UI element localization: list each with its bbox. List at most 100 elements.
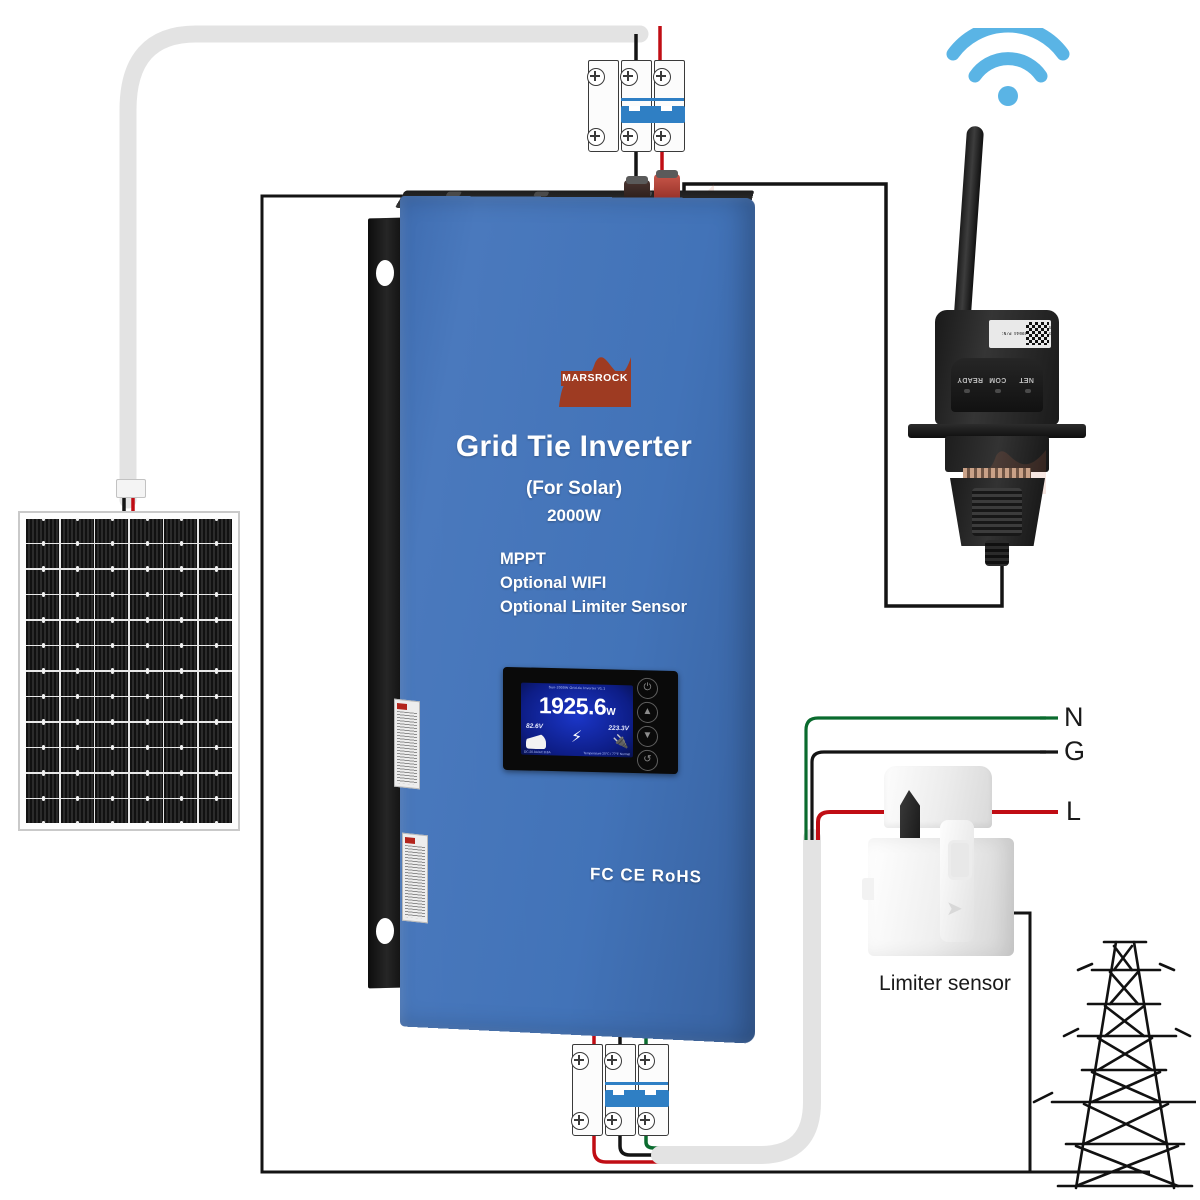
qr-code-icon [1026, 322, 1049, 345]
solar-cell [164, 619, 198, 646]
wire-live-into-ct [816, 810, 903, 840]
solar-cell [95, 645, 129, 672]
grid-tie-inverter [399, 195, 756, 1044]
solar-cell [198, 518, 232, 544]
solar-cell [129, 543, 163, 570]
solar-cell [60, 568, 94, 595]
solar-cell [198, 645, 232, 672]
solar-cell [60, 518, 94, 544]
lcd-button-group: ⏻ ▲ ▼ ↺ [637, 677, 663, 772]
solar-cell [26, 747, 60, 774]
terminal-screw [620, 68, 638, 86]
solar-cell [26, 721, 60, 748]
solar-cell [164, 594, 198, 621]
warning-label-lower [402, 832, 428, 924]
solar-cell [129, 721, 163, 748]
wire-ac-neutral-out [644, 1136, 665, 1150]
case-screw [533, 191, 550, 197]
wifi-signal-icon [946, 28, 1070, 106]
limiter-sensor-label: Limiter sensor [879, 972, 1011, 995]
breaker-indicator-line [621, 98, 684, 101]
power-button[interactable]: ⏻ [637, 677, 658, 700]
solar-cell [164, 696, 198, 723]
lcd-power-value: 1925.6 [538, 692, 607, 720]
solar-cell [198, 747, 232, 774]
ct-clip-lever[interactable] [940, 820, 974, 942]
terminal-screw [653, 128, 671, 146]
solar-cell [164, 747, 198, 774]
ct-direction-arrow-icon: ➤ [946, 898, 963, 920]
solar-cell [95, 747, 129, 774]
solar-cell [164, 721, 198, 748]
phase-label-live: L [1066, 796, 1082, 826]
ct-release-tab[interactable] [862, 878, 874, 900]
solar-cell [129, 645, 163, 672]
led-ready [964, 389, 970, 393]
solar-cell [198, 798, 232, 824]
inverter-power-rating: 2000W [547, 506, 601, 525]
phase-label-neutral: N [1064, 702, 1084, 732]
lcd-footer-left: DC:20.0A/AC:8.8A [524, 749, 551, 755]
terminal-screw [637, 1052, 655, 1070]
wire-neutral-to-grid [804, 716, 1046, 840]
label-text-lines [397, 710, 417, 786]
label-warning-band [397, 702, 407, 710]
solar-cell [198, 721, 232, 748]
brand-name: MARSROCK [561, 371, 629, 386]
terminal-screw [620, 128, 638, 146]
down-button[interactable]: ▼ [637, 725, 658, 748]
solar-cell [60, 594, 94, 621]
lcd-footer-right: Temperature 25°C / 77°F Normal [583, 751, 630, 757]
grid-plug-icon: 🔌 [612, 733, 629, 750]
solar-cell [198, 594, 232, 621]
ac-circuit-breaker[interactable] [571, 1044, 670, 1136]
certification-marks: FC CE RoHS [590, 864, 702, 887]
cable-strain-relief [985, 540, 1009, 566]
lcd-power-readout: 1925.6W [521, 692, 633, 720]
solar-cell [164, 518, 198, 544]
module-mounting-flange [908, 424, 1086, 438]
conduit-ac-to-grid [651, 829, 821, 1164]
up-button[interactable]: ▲ [637, 701, 658, 724]
bracket-keyhole [376, 259, 394, 287]
lcd-header-text: Sun-2000W Grid-tie Inverter V1.1 [548, 685, 606, 691]
solar-cell [26, 543, 60, 570]
wire-ct-signal [1012, 911, 1032, 1172]
solar-cell [164, 670, 198, 697]
solar-cell [60, 696, 94, 723]
dc-circuit-breaker[interactable] [587, 60, 686, 152]
warning-label-upper [394, 698, 420, 790]
enter-button[interactable]: ↺ [637, 749, 658, 772]
transmission-tower [1032, 940, 1196, 1190]
solar-cell [60, 619, 94, 646]
ct-ferrite-core [900, 790, 920, 842]
solar-cell [164, 798, 198, 824]
solar-cell [95, 594, 129, 621]
terminal-nut [656, 170, 678, 178]
solar-cell [95, 696, 129, 723]
solar-cell [129, 568, 163, 595]
feature-limiter: Optional Limiter Sensor [500, 598, 688, 616]
led-label-com: COM [989, 376, 1007, 383]
solar-cell [26, 798, 60, 824]
terminal-screw [571, 1052, 589, 1070]
breaker-indicator-line [605, 1082, 668, 1085]
breaker-toggle-lever[interactable] [621, 106, 685, 123]
solar-cell [95, 798, 129, 824]
solar-cell [26, 670, 60, 697]
solar-cell [95, 568, 129, 595]
module-serial-sticker: SN: ITM4889044 P/N: 54N4B4G [989, 320, 1051, 348]
solar-cell [164, 772, 198, 799]
solar-cell [129, 619, 163, 646]
solar-cell [198, 619, 232, 646]
wifi-monitoring-module: SN: ITM4889044 P/N: 54N4B4G READY COM NE… [935, 310, 1059, 425]
solar-cell [95, 721, 129, 748]
inverter-title: Grid Tie Inverter [455, 430, 693, 463]
solar-cell [129, 696, 163, 723]
solar-cell [26, 568, 60, 595]
wire-loop-outer-left [260, 194, 1150, 1174]
solar-cell [198, 772, 232, 799]
terminal-screw [637, 1112, 655, 1130]
breaker-toggle-lever[interactable] [605, 1090, 669, 1107]
